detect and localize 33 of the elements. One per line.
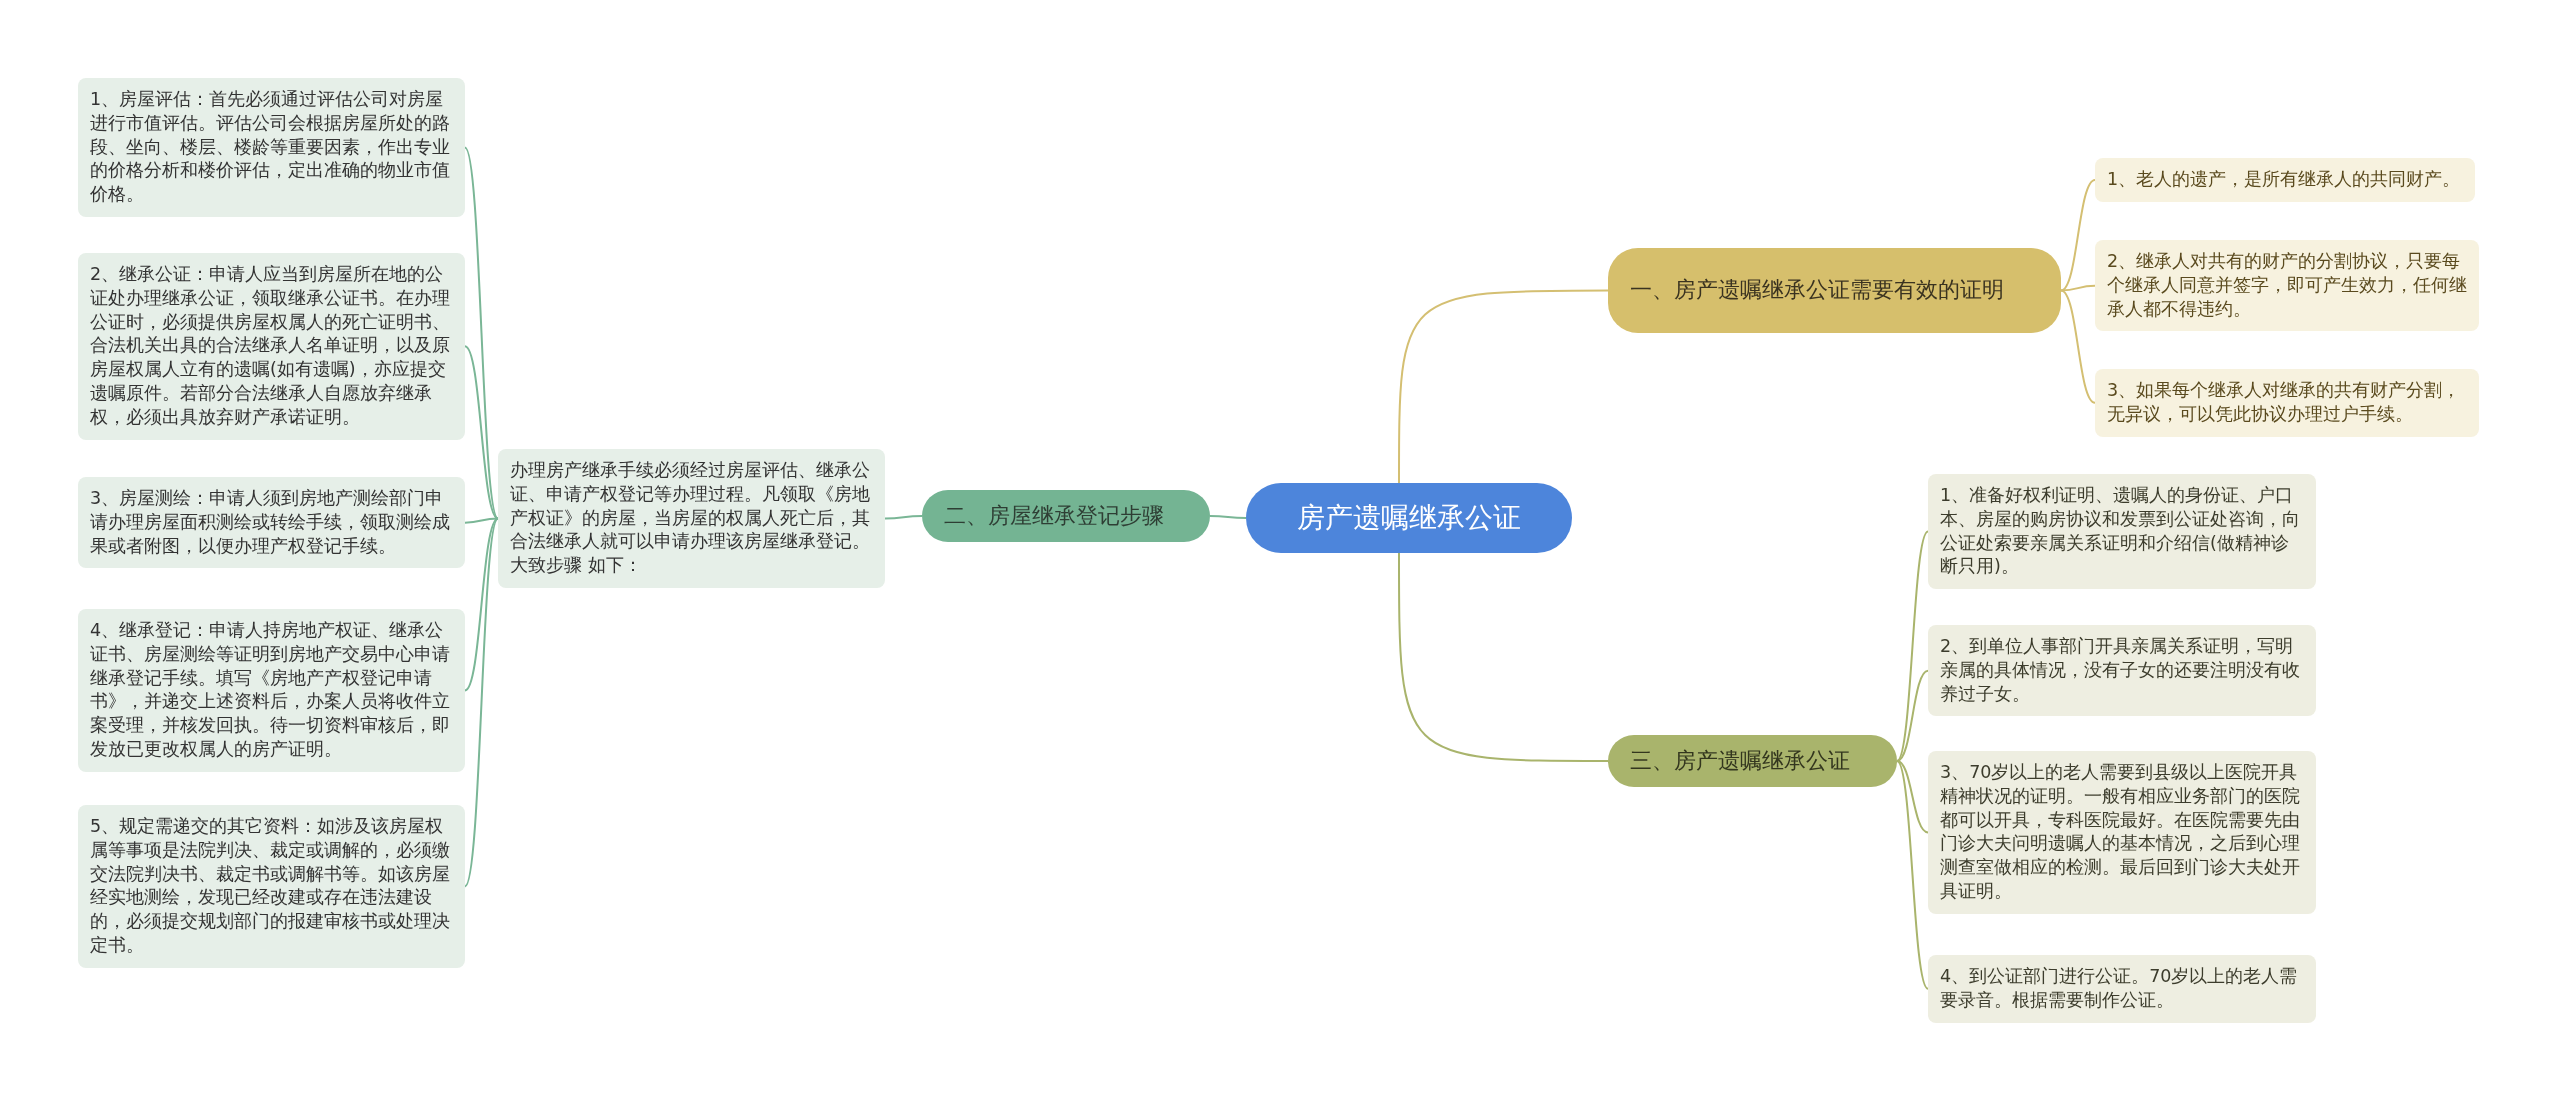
note-box: 5、规定需递交的其它资料：如涉及该房屋权属等事项是法院判决、裁定或调解的，必须缴交法院判决书、裁定书或调解书等。如该房屋经实地测绘，发现已经改建或存在违法建设的，必须提交规划部门的报建审核书或处理决定书。	[78, 805, 465, 968]
connector-line	[464, 517, 499, 692]
note-box: 办理房产继承手续必须经过房屋评估、继承公证、申请产权登记等办理过程。凡领取《房地产权证》的房屋，当房屋的权属人死亡后，其合法继承人就可以申请办理该房屋继承登记。大致步骤 如下：	[498, 449, 885, 588]
connector-line	[2060, 178, 2096, 292]
note-box: 4、继承登记：申请人持房地产权证、继承公证书、房屋测绘等证明到房地产交易中心申请继承登记手续。填写《房地产产权登记申请书》，并递交上述资料后，办案人员将收件立案受理，并核发回执。待一切资料审核后，即发放已更改权属人的房产证明。	[78, 609, 465, 772]
note-box: 1、老人的遗产，是所有继承人的共同财产。	[2095, 158, 2475, 202]
connector-line	[2060, 284, 2096, 292]
connector-line	[1896, 669, 1929, 762]
connector-line	[1896, 760, 1929, 990]
note-box: 3、房屋测绘：申请人须到房地产测绘部门申请办理房屋面积测绘或转绘手续，领取测绘成果或者附图，以便办理产权登记手续。	[78, 477, 465, 569]
connector-line	[464, 517, 499, 524]
note-box: 1、房屋评估：首先必须通过评估公司对房屋进行市值评估。评估公司会根据房屋所处的路段、坐向、楼层、楼龄等重要因素，作出专业的价格分析和楼价评估，定出准确的物业市值价格。	[78, 78, 465, 217]
connector-line	[1209, 515, 1247, 519]
central-topic: 房产遗嘱继承公证	[1246, 483, 1572, 553]
note-box: 3、如果每个继承人对继承的共有财产分割，无异议，可以凭此协议办理过户手续。	[2095, 369, 2479, 437]
connector-line	[464, 146, 499, 520]
connector-line	[464, 345, 499, 520]
connector-line	[1398, 552, 1609, 762]
note-box: 2、继承人对共有的财产的分割协议，只要每个继承人同意并签字，即可产生效力，任何继承人都不得违约。	[2095, 240, 2479, 332]
note-box: 2、到单位人事部门开具亲属关系证明，写明亲属的具体情况，没有子女的还要注明没有收养过子女。	[1928, 625, 2316, 717]
connector-line	[464, 517, 499, 888]
connector-line	[884, 515, 923, 520]
connector-line	[1896, 530, 1929, 762]
note-box: 2、继承公证：申请人应当到房屋所在地的公证处办理继承公证，领取继承公证书。在办理公证时，必须提供房屋权属人的死亡证明书、合法机关出具的合法继承人名单证明，以及原房屋权属人立有的遗嘱(如有遗嘱)，亦应提交遗嘱原件。若部分合法继承人自愿放弃继承权，必须出具放弃财产承诺证明。	[78, 253, 465, 440]
note-box: 1、准备好权利证明、遗嘱人的身份证、户口本、房屋的购房协议和发票到公证处咨询，向公证处索要亲属关系证明和介绍信(做精神诊断只用)。	[1928, 474, 2316, 590]
note-box: 3、70岁以上的老人需要到县级以上医院开具精神状况的证明。一般有相应业务部门的医院都可以开具，专科医院最好。在医院需要先由门诊大夫问明遗嘱人的基本情况，之后到心理测查室做相应的检测。最后回到门诊大夫处开具证明。	[1928, 751, 2316, 914]
connector-line	[2060, 289, 2096, 404]
connector-line	[1896, 760, 1929, 834]
branch-topic: 三、房产遗嘱继承公证	[1608, 735, 1897, 787]
note-box: 4、到公证部门进行公证。70岁以上的老人需要录音。根据需要制作公证。	[1928, 955, 2316, 1023]
branch-topic: 二、房屋继承登记步骤	[922, 490, 1210, 542]
branch-topic: 一、房产遗嘱继承公证需要有效的证明	[1608, 248, 2061, 333]
connector-line	[1398, 289, 1609, 484]
